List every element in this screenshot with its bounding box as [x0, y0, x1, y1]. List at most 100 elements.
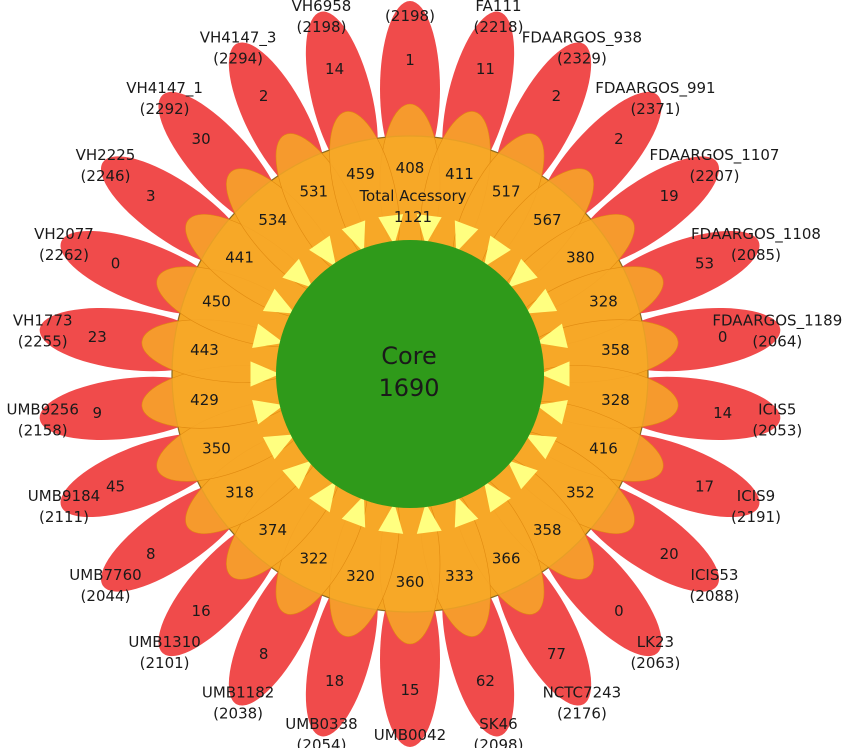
accessory-count: 517 [492, 183, 521, 201]
accessory-count: 322 [299, 549, 328, 567]
strain-name: FA111 [475, 0, 521, 15]
strain-gene-total: (2176) [557, 705, 607, 723]
accessory-count: 534 [258, 211, 287, 229]
accessory-count: 450 [202, 293, 231, 311]
strain-name: LK23 [637, 633, 674, 651]
strain-name: UMB0042 [374, 726, 446, 744]
accessory-count: 567 [533, 211, 562, 229]
unique-count: 53 [695, 254, 714, 272]
strain-gene-total: (2191) [731, 508, 781, 526]
strain-name: FDAARGOS_991 [595, 79, 715, 98]
strain-gene-total: (2111) [39, 508, 89, 526]
strain-name: ICIS9 [737, 487, 775, 505]
accent-wedge [262, 288, 295, 314]
strain-gene-total: (2063) [630, 654, 680, 672]
accent-wedge [536, 400, 568, 425]
accent-wedge [454, 495, 479, 528]
strain-name: FA86 [392, 0, 429, 4]
accessory-count: 333 [445, 567, 474, 585]
strain-gene-total: (2053) [752, 422, 802, 440]
accessory-count: 352 [566, 484, 595, 502]
unique-count: 11 [476, 60, 495, 78]
accessory-count: 380 [566, 248, 595, 266]
unique-count: 1 [405, 51, 415, 69]
unique-count: 77 [547, 645, 566, 663]
accessory-count: 443 [190, 341, 219, 359]
accessory-count: 408 [396, 159, 425, 177]
strain-name: VH1773 [13, 311, 73, 329]
unique-count: 0 [718, 328, 728, 346]
strain-name: FDAARGOS_1189 [712, 311, 842, 330]
strain-name: ICIS5 [758, 401, 796, 419]
strain-gene-total: (2255) [18, 332, 68, 350]
accent-wedge [262, 434, 295, 460]
strain-name: FDAARGOS_1107 [650, 146, 780, 165]
unique-count: 45 [106, 478, 125, 496]
accent-wedge [282, 460, 313, 490]
petal-labels-layer: 4081FA86(2198)41111FA111(2218)5172FDAARG… [7, 0, 843, 748]
accessory-count: 328 [589, 293, 618, 311]
accent-wedge [540, 361, 570, 387]
strain-name: UMB9184 [28, 487, 100, 505]
strain-name: UMB9256 [7, 401, 79, 419]
strain-gene-total: (2218) [474, 18, 524, 36]
accent-wedge [341, 495, 366, 528]
unique-count: 23 [88, 328, 107, 346]
unique-count: 14 [713, 404, 732, 422]
strain-name: NCTC7243 [543, 684, 622, 702]
strain-gene-total: (2088) [690, 587, 740, 605]
accent-wedge [483, 235, 511, 267]
strain-name: FDAARGOS_1108 [691, 225, 821, 244]
accessory-count: 360 [396, 573, 425, 591]
accessory-count: 320 [346, 567, 375, 585]
unique-count: 0 [614, 602, 624, 620]
strain-name: ICIS53 [691, 566, 739, 584]
accessory-count: 328 [601, 391, 630, 409]
accessory-count: 429 [190, 391, 219, 409]
unique-count: 14 [325, 60, 344, 78]
strain-gene-total: (2198) [297, 18, 347, 36]
accent-wedge [536, 323, 568, 348]
strain-name: FDAARGOS_938 [522, 28, 642, 47]
strain-name: VH4147_3 [200, 28, 277, 47]
strain-gene-total: (2198) [385, 7, 435, 25]
accent-wedge [309, 235, 337, 267]
unique-count: 2 [614, 130, 624, 148]
accessory-count: 416 [589, 439, 618, 457]
strain-name: VH2225 [76, 146, 136, 164]
accent-wedge [378, 503, 404, 534]
strain-gene-total: (2371) [630, 100, 680, 118]
accent-wedge [454, 220, 479, 253]
unique-count: 8 [259, 645, 269, 663]
unique-count: 15 [400, 681, 419, 699]
accent-wedge [252, 400, 284, 425]
strain-name: UMB1182 [202, 684, 274, 702]
unique-count: 17 [695, 478, 714, 496]
total-accessory-label: Total Acessory [358, 187, 466, 205]
accent-wedge [341, 220, 366, 253]
strain-gene-total: (2085) [731, 246, 781, 264]
strain-name: VH4147_1 [126, 79, 203, 98]
unique-count: 8 [146, 545, 156, 563]
unique-count: 18 [325, 672, 344, 690]
unique-count: 9 [93, 404, 103, 422]
accent-wedge [525, 434, 558, 460]
strain-name: UMB7760 [69, 566, 141, 584]
accessory-count: 358 [601, 341, 630, 359]
strain-gene-total: (2294) [213, 49, 263, 67]
accent-wedge [416, 503, 442, 534]
total-accessory-value: 1121 [394, 208, 432, 226]
unique-count: 20 [660, 545, 679, 563]
accent-wedge [250, 361, 280, 387]
accent-wedge [483, 481, 511, 513]
accent-wedge [525, 288, 558, 314]
strain-gene-total: (2207) [690, 167, 740, 185]
core-value: 1690 [378, 374, 439, 402]
accent-wedge [282, 258, 313, 288]
accessory-count: 318 [225, 484, 254, 502]
strain-gene-total: (2054) [297, 736, 347, 748]
accent-wedges-layer [250, 214, 570, 534]
unique-count: 3 [146, 187, 156, 205]
strain-gene-total: (2101) [140, 654, 190, 672]
strain-name: SK46 [479, 715, 517, 733]
